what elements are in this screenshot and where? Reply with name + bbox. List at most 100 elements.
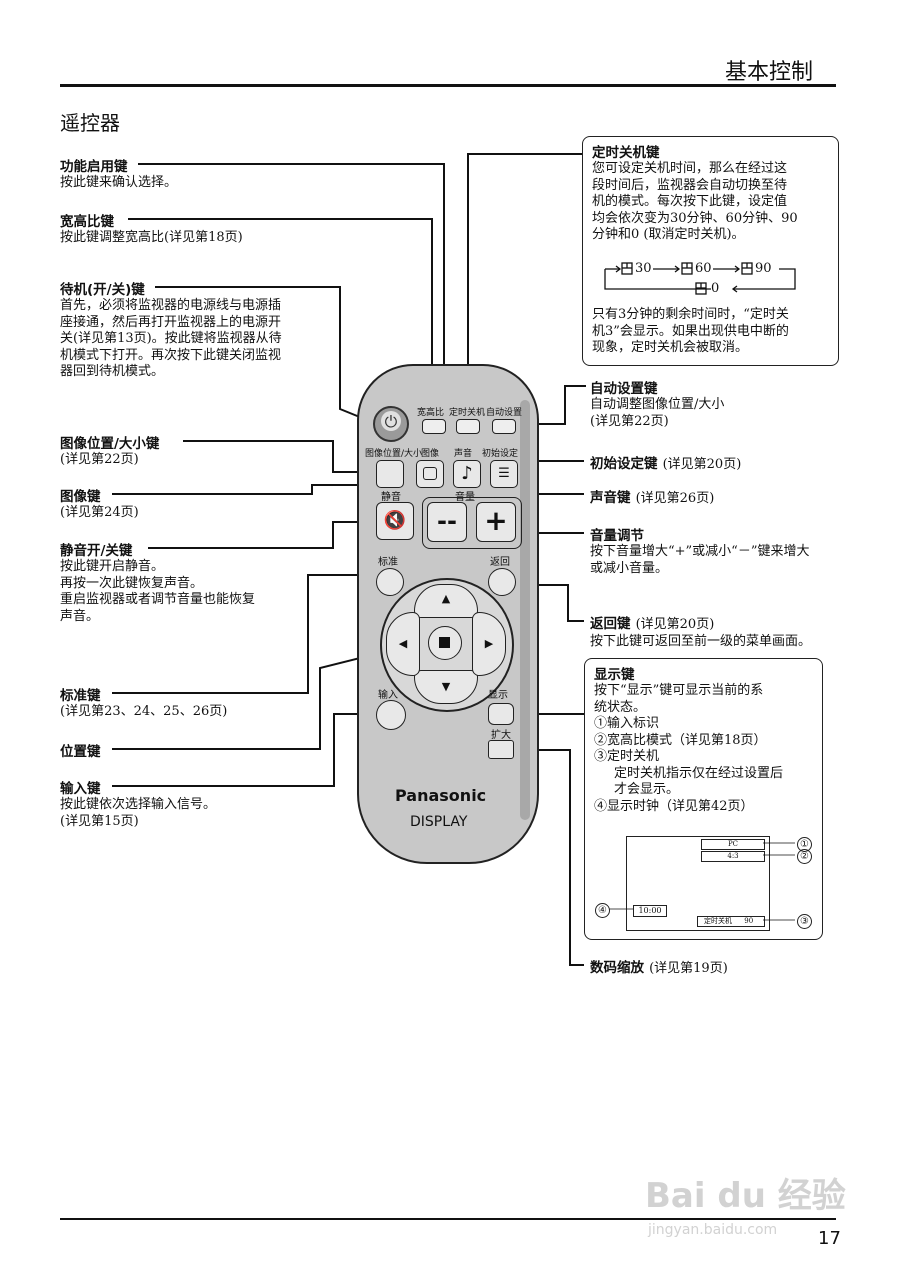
return-button[interactable] xyxy=(488,568,516,596)
standby-key-item: 待机(开/关)键 首先，必须将监视器的电源线与电源插 座接通，然后再打开监视器上… xyxy=(60,278,282,381)
screen-input-indicator: PC xyxy=(701,839,765,850)
input-key-desc-1: 按此键依次选择输入信号。 xyxy=(60,797,217,812)
display-list-1: ①输入标识 xyxy=(594,716,660,731)
normal-button[interactable] xyxy=(376,568,404,596)
cycle-90: 90 xyxy=(755,261,772,276)
zoom-button-label: 扩大 xyxy=(491,730,511,741)
standby-key-desc-3: 关(详见第13页)。按此键将监视器从待 xyxy=(60,331,282,346)
screen-aspect-indicator: 4:3 xyxy=(701,851,765,862)
picture-button[interactable] xyxy=(416,460,444,488)
footer-rule xyxy=(60,1218,836,1220)
picture-key-item: 图像键 (详见第24页) xyxy=(60,485,139,522)
display-list-3: ③定时关机 xyxy=(594,749,660,764)
auto-setup-key-label: 自动设置键 xyxy=(590,381,658,397)
zoom-key-ref: (详见第19页) xyxy=(649,961,728,976)
return-key-ref: (详见第20页) xyxy=(635,617,715,632)
watermark-logo: Bai du 经验 xyxy=(645,1176,846,1216)
picture-position-button[interactable] xyxy=(376,460,404,488)
display-list-4: ④显示时钟（详见第42页） xyxy=(594,798,754,814)
picture-key-label: 图像键 xyxy=(60,489,101,505)
volume-item: 音量调节 按下音量增大“+”或减小“－”键来增大 或减小音量。 xyxy=(590,524,809,577)
aspect-key-desc: 按此键调整宽高比(详见第18页) xyxy=(60,230,243,245)
auto-button-label: 自动设置 xyxy=(486,408,523,418)
zoom-key-label: 数码缩放 xyxy=(590,960,644,976)
dpad-enter-button[interactable] xyxy=(428,626,462,660)
zoom-key-item: 数码缩放 (详见第19页) xyxy=(590,956,728,978)
screen-illustration: PC 4:3 10:00 定时关机 90 xyxy=(626,836,770,931)
dpad-left-button[interactable]: ◀ xyxy=(386,612,420,676)
power-button[interactable]: ⏻ xyxy=(373,406,409,442)
display-list-3b: 才会显示。 xyxy=(614,782,680,797)
display-list-3a: 定时关机指示仅在经过设置后 xyxy=(614,765,784,781)
setup-key-label: 初始设定键 xyxy=(590,456,658,472)
page-number: 17 xyxy=(818,1228,841,1249)
screen-marker-2: ② xyxy=(797,849,812,864)
setup-button-label: 初始设定 xyxy=(482,449,519,459)
standby-key-desc-4: 机模式下打开。再次按下此键关闭监视 xyxy=(60,347,282,363)
aspect-key-label: 宽高比键 xyxy=(60,214,114,230)
return-key-label: 返回键 xyxy=(590,616,631,632)
volume-down-button[interactable]: -- xyxy=(427,502,467,542)
setup-icon: ☰ xyxy=(498,466,510,481)
off-timer-box: 定时关机键 您可设定关机时间，那么在经过这 段时间后，监视器会自动切换至待 机的… xyxy=(582,136,839,366)
brand-logo: Panasonic xyxy=(395,786,487,805)
sound-key-ref: (详见第26页) xyxy=(635,491,715,506)
mute-button[interactable]: 🔇 xyxy=(376,502,414,540)
volume-up-button[interactable]: + xyxy=(476,502,516,542)
auto-setup-key-desc-2: (详见第22页) xyxy=(590,413,669,429)
setup-key-item: 初始设定键 (详见第20页) xyxy=(590,452,741,474)
header-rule xyxy=(60,84,836,87)
standby-key-desc-1: 首先，必须将监视器的电源线与电源插 xyxy=(60,298,282,313)
mute-key-label: 静音开/关键 xyxy=(60,543,133,559)
auto-setup-button[interactable] xyxy=(492,419,516,434)
display-button[interactable] xyxy=(488,703,514,725)
sound-button-label: 声音 xyxy=(454,449,473,459)
zoom-button[interactable] xyxy=(488,740,514,759)
dpad-up-button[interactable]: ▲ xyxy=(414,584,478,618)
input-button-label: 输入 xyxy=(378,690,398,701)
volume-label: 音量调节 xyxy=(590,528,644,544)
volume-group xyxy=(422,497,522,549)
standby-key-desc-5: 器回到待机模式。 xyxy=(60,364,165,379)
auto-setup-key-desc-1: 自动调整图像位置/大小 xyxy=(590,397,725,412)
position-key-item: 位置键 xyxy=(60,740,101,760)
position-key-label: 位置键 xyxy=(60,744,101,760)
aspect-button[interactable] xyxy=(422,419,446,434)
mute-key-desc-4: 声音。 xyxy=(60,608,100,624)
screen-marker-4: ④ xyxy=(595,903,610,918)
input-key-label: 输入键 xyxy=(60,781,101,797)
cycle-0: 0 xyxy=(711,281,720,296)
enter-icon xyxy=(439,637,450,648)
sound-key-label: 声音键 xyxy=(590,490,631,506)
mute-button-label: 静音 xyxy=(381,492,401,503)
input-button[interactable] xyxy=(376,700,406,730)
volume-desc-2: 或减小音量。 xyxy=(590,560,669,576)
remote-shadow-edge xyxy=(520,400,530,820)
section-heading: 基本控制 xyxy=(724,60,813,85)
off-timer-desc-2: 段时间后，监视器会自动切换至待 xyxy=(592,177,788,193)
return-button-label: 返回 xyxy=(490,557,510,568)
normal-key-desc: (详见第23、24、25、26页) xyxy=(60,704,228,719)
mute-key-desc-3: 重启监视器或者调节音量也能恢复 xyxy=(60,592,256,607)
power-on-key-item: 功能启用键 按此键来确认选择。 xyxy=(60,155,177,192)
setup-key-ref: (详见第20页) xyxy=(662,457,742,472)
timer-button[interactable] xyxy=(456,419,480,434)
return-key-desc: 按下此键可返回至前一级的菜单画面。 xyxy=(590,633,812,649)
input-key-item: 输入键 按此键依次选择输入信号。 (详见第15页) xyxy=(60,777,216,830)
picture-button-label: 图像 xyxy=(421,449,440,459)
model-label: DISPLAY xyxy=(410,814,468,830)
setup-button[interactable]: ☰ xyxy=(490,460,518,488)
cycle-30: 30 xyxy=(635,261,652,276)
function-enable-key-label: 功能启用键 xyxy=(60,159,128,175)
picpos-button-label: 图像位置/大小 xyxy=(365,449,423,459)
input-key-desc-2: (详见第15页) xyxy=(60,813,139,829)
off-timer-desc-4: 均会依次变为30分钟、60分钟、90 xyxy=(592,210,798,226)
sound-button[interactable]: ♪ xyxy=(453,460,481,488)
sound-key-item: 声音键 (详见第26页) xyxy=(590,486,714,508)
display-key-desc-1: 按下“显示”键可显示当前的系 xyxy=(594,683,764,698)
auto-setup-key-item: 自动设置键 自动调整图像位置/大小 (详见第22页) xyxy=(590,377,724,430)
cycle-60: 60 xyxy=(695,261,712,276)
mute-key-desc-2: 再按一次此键恢复声音。 xyxy=(60,575,204,591)
off-timer-desc-3: 机的模式。每次按下此键，设定值 xyxy=(592,194,788,209)
screen-marker-3: ③ xyxy=(797,914,812,929)
